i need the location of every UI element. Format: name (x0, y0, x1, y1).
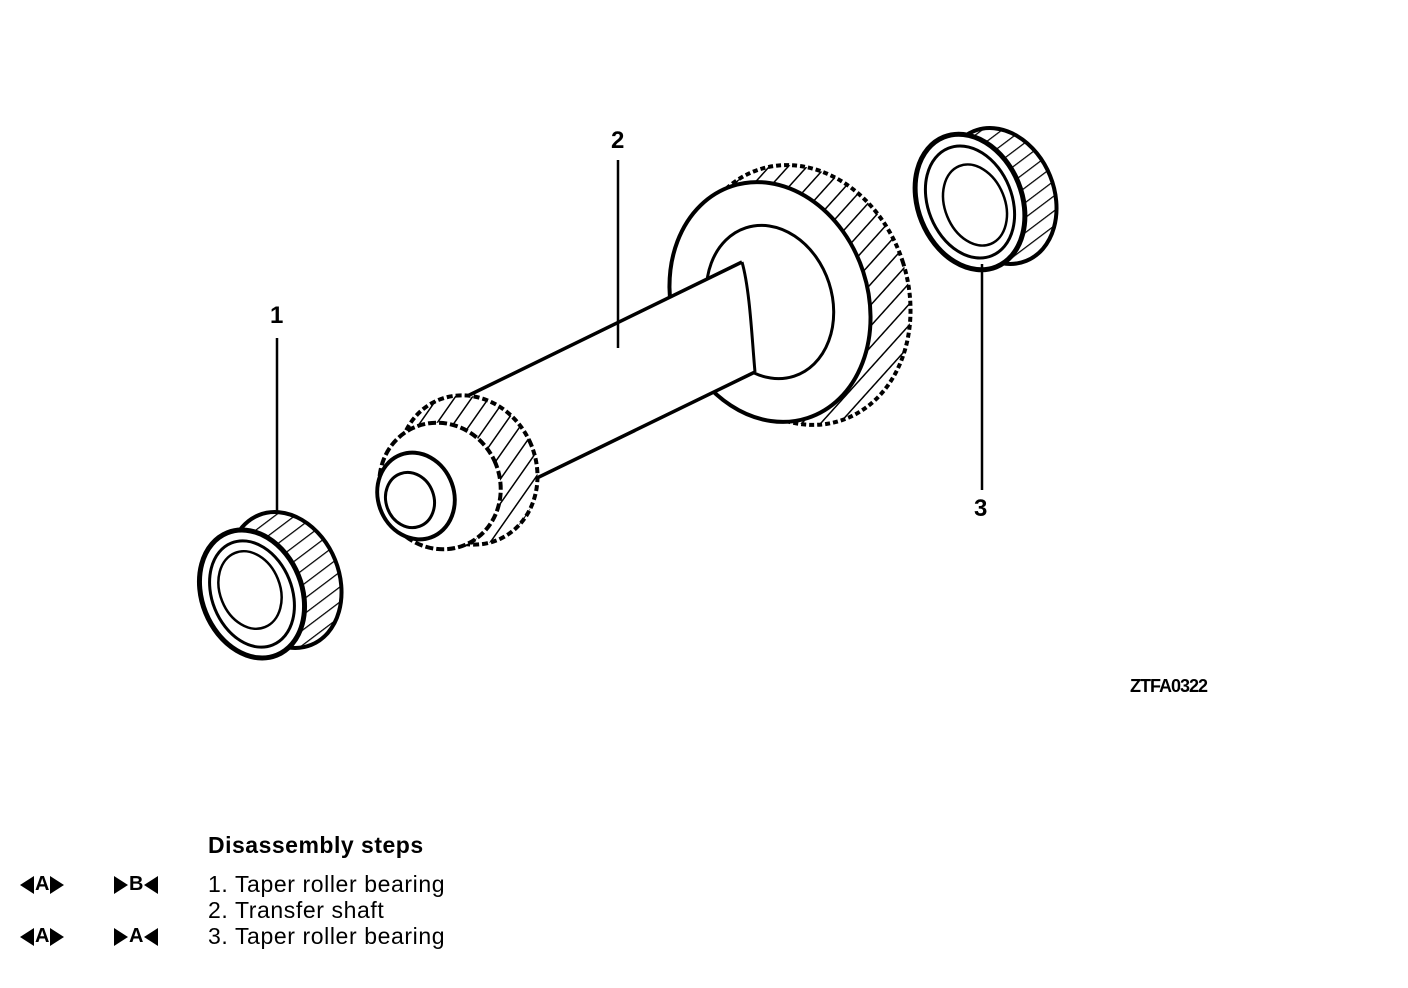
callout-1: 1 (270, 302, 283, 329)
step-text: 3. Taper roller bearing (208, 923, 446, 949)
taper-roller-bearing-right (912, 126, 1059, 273)
taper-roller-bearing-left (196, 510, 344, 661)
removal-mark-icon: A (20, 871, 65, 898)
callout-3: 3 (974, 495, 987, 522)
steps-title: Disassembly steps (208, 832, 424, 858)
figure-code: ZTFA0322 (1130, 676, 1208, 696)
install-mark-icon: B (114, 871, 159, 898)
step-text: 1. Taper roller bearing (208, 871, 446, 897)
install-mark-icon: A (114, 923, 159, 950)
exploded-diagram: 1 2 3 (196, 126, 1059, 661)
transfer-shaft (375, 163, 913, 552)
step-text: 2. Transfer shaft (208, 897, 385, 923)
callout-2: 2 (611, 127, 624, 154)
removal-mark-icon: A (20, 923, 65, 950)
